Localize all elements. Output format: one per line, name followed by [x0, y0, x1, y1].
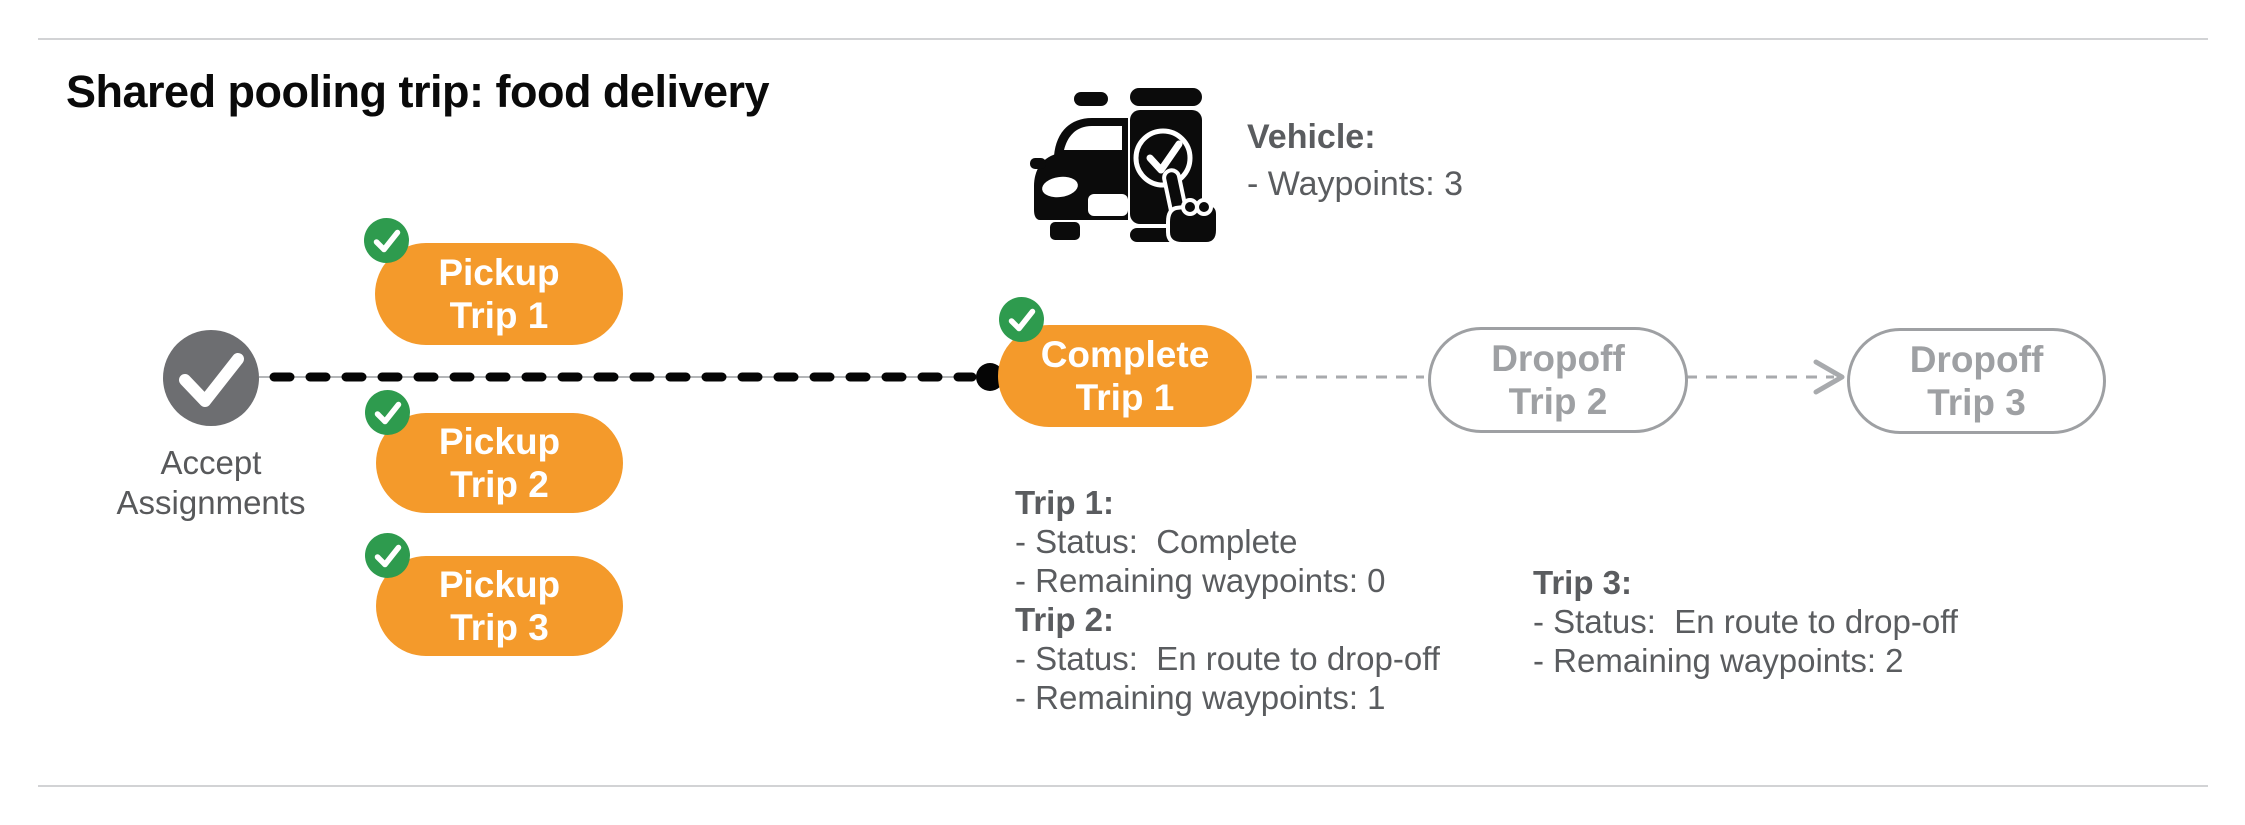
top-separator	[38, 38, 2208, 40]
car-phone-check-icon	[1030, 86, 1220, 246]
trip-status-block-right: Trip 3: - Status: En route to drop-off -…	[1533, 564, 1958, 679]
current-position-dot	[976, 363, 1004, 391]
check-badge-icon	[365, 533, 410, 578]
arrowhead-icon	[1813, 359, 1845, 395]
check-icon	[179, 353, 244, 407]
node-dropoff-trip-2: Dropoff Trip 2	[1428, 327, 1688, 433]
node-accept-assignments	[163, 330, 259, 426]
bottom-separator	[38, 785, 2208, 787]
node-dropoff-trip-3: Dropoff Trip 3	[1847, 328, 2106, 434]
node-complete-trip-1: Complete Trip 1	[998, 325, 1252, 427]
check-badge-icon	[365, 390, 410, 435]
trip-status-block-left: Trip 1: - Status: Complete - Remaining w…	[1015, 484, 1440, 716]
vehicle-info: Vehicle: - Waypoints: 3	[1247, 114, 1463, 208]
vehicle-label: Vehicle:	[1247, 118, 1376, 156]
node-pickup-trip-2: Pickup Trip 2	[376, 413, 623, 513]
accept-assignments-label: Accept Assignments	[116, 444, 306, 521]
check-badge-icon	[999, 297, 1044, 342]
page-title: Shared pooling trip: food delivery	[66, 66, 770, 117]
node-pickup-trip-1: Pickup Trip 1	[375, 243, 623, 345]
check-badge-icon	[364, 218, 409, 263]
node-pickup-trip-3: Pickup Trip 3	[376, 556, 623, 656]
vehicle-waypoints: - Waypoints: 3	[1247, 165, 1464, 203]
